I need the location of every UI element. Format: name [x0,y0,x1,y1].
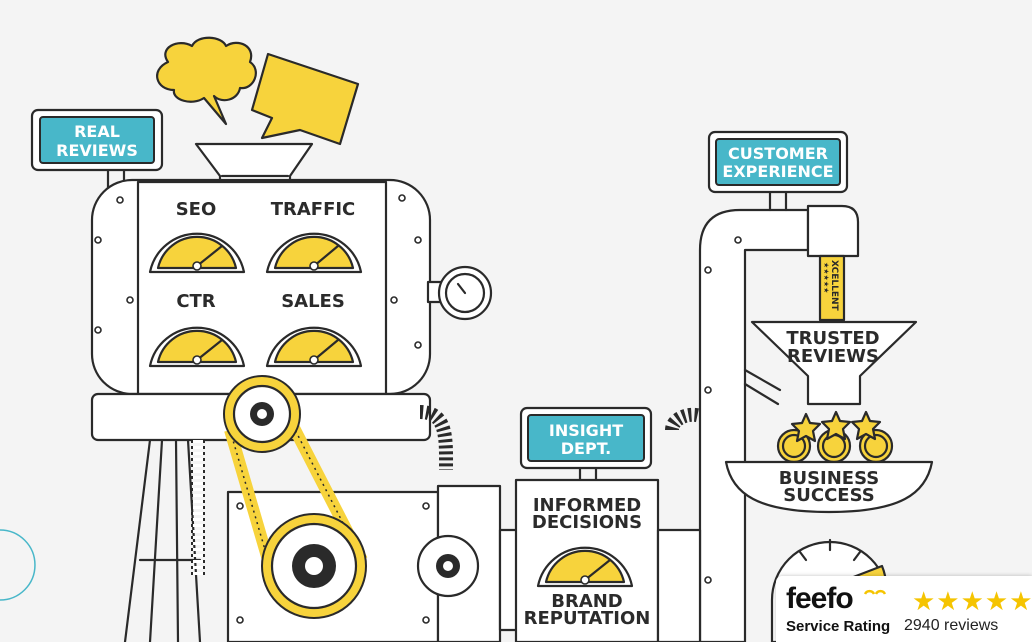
insight-dept-line-2: DEPT. [561,439,612,458]
seo-gauge-label: SEO [176,199,217,220]
business-success-line-2: SUCCESS [783,485,874,506]
side-pressure-gauge [426,265,493,321]
gauge-panel-box [90,178,432,396]
feefo-star-rating-icon: ★★★★★ [912,586,1032,616]
ctr-gauge-label: CTR [176,291,215,312]
trusted-reviews-line-2: REVIEWS [787,346,879,367]
insight-dept-line-1: INSIGHT [549,421,623,440]
real-reviews-line-2: REVIEWS [56,141,138,160]
insight-dept-sign: INSIGHT DEPT. [519,406,653,484]
ticket-text: XCELLENT [829,260,839,312]
seo-gauge [148,232,246,274]
speech-bubbles [156,36,360,146]
feefo-logo: feefo [786,582,854,615]
right-pipe-tower [656,204,860,642]
feefo-rating-badge[interactable]: feefo ★★★★★ Service Rating 2940 reviews [776,576,1032,642]
feefo-eyes-icon [864,589,886,595]
cloud-speech-bubble [156,36,257,126]
review-ticket: XCELLENT ★★★★★ [818,254,846,322]
edge-circle-decoration [0,529,36,601]
service-rating-label: Service Rating [786,618,891,635]
customer-experience-line-2: EXPERIENCE [722,162,833,181]
brand-reputation-line-2: REPUTATION [524,608,651,629]
insight-gauge [536,546,634,588]
trusted-reviews-hopper: TRUSTED REVIEWS [743,320,918,406]
coins-with-stars [776,410,894,464]
real-reviews-sign: REAL REVIEWS [30,108,164,192]
ticket-stars: ★★★★★ [822,262,830,293]
customer-experience-line-1: CUSTOMER [728,144,828,163]
sales-gauge [265,326,363,368]
ctr-gauge [148,326,246,368]
customer-experience-sign: CUSTOMER EXPERIENCE [707,130,849,212]
machine-stand [123,438,202,642]
traffic-gauge [265,232,363,274]
business-success-bowl: BUSINESS SUCCESS [724,460,934,514]
square-speech-bubble [250,52,360,146]
real-reviews-line-1: REAL [74,122,120,141]
coil-hoses [191,405,703,576]
informed-decisions-line-1: INFORMED [533,495,641,516]
gear-belt [223,375,368,619]
review-count[interactable]: 2940 reviews [904,617,999,634]
trusted-reviews-line-1: TRUSTED [786,328,879,349]
sales-gauge-label: SALES [281,291,345,312]
brand-reputation-line-1: BRAND [551,591,623,612]
informed-decisions-line-2: DECISIONS [532,512,642,533]
traffic-gauge-label: TRAFFIC [271,199,356,220]
business-success-line-1: BUSINESS [779,468,879,489]
